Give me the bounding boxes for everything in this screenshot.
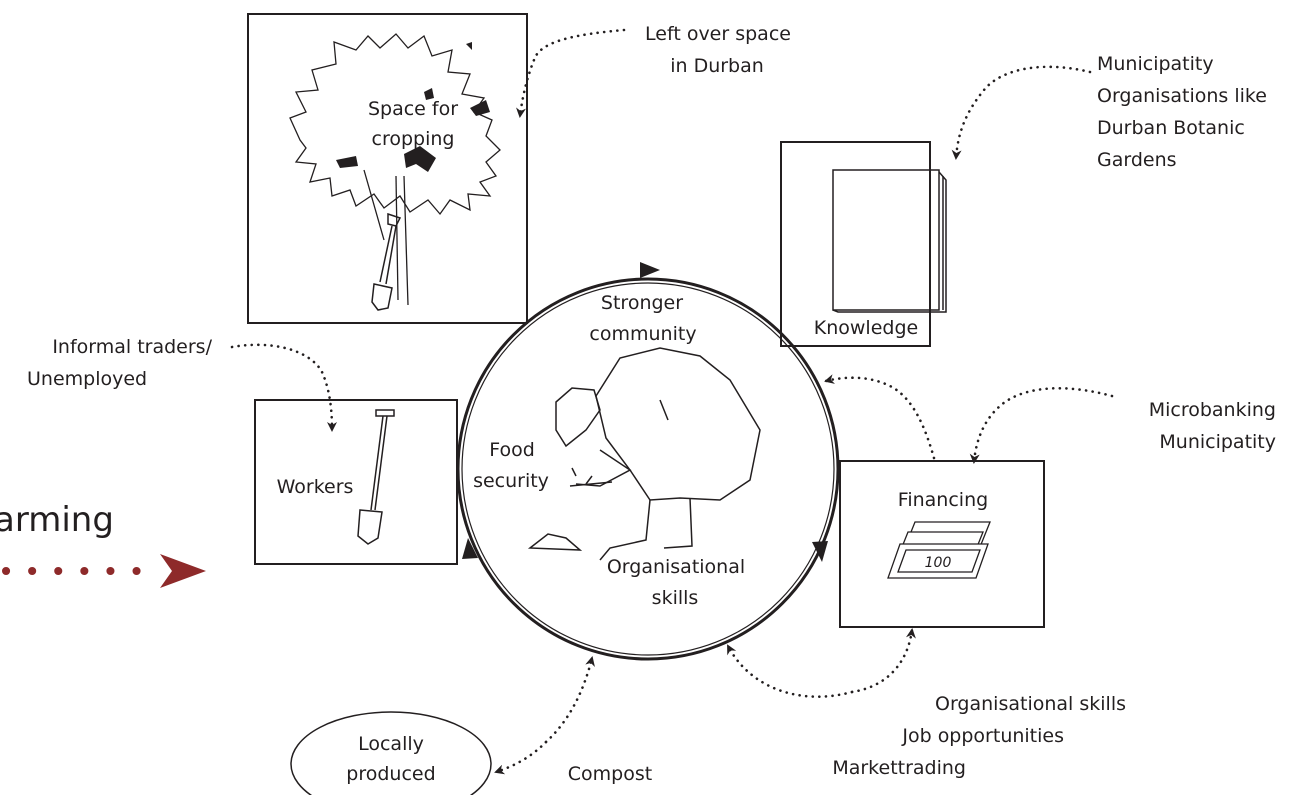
- note-leftover-line1: Left over space: [645, 23, 791, 45]
- money-icon: [887, 521, 991, 579]
- cycle-circle: [456, 262, 840, 661]
- spade-icon: [371, 212, 402, 311]
- note-microbanking-line2: Municipatity: [1159, 431, 1276, 453]
- note-leftover-line2: in Durban: [670, 55, 764, 77]
- note-municipality-line2: Organisations like: [1097, 85, 1267, 107]
- connector-municipality: [951, 65, 1092, 160]
- center-left-line1: Food: [489, 439, 535, 461]
- note-informal-line2: Unemployed: [27, 368, 147, 390]
- workers-box: Workers: [254, 399, 458, 565]
- note-municipality-line3: Durban Botanic: [1097, 117, 1245, 139]
- farming-title: arming: [0, 500, 114, 540]
- center-left-line2: security: [473, 470, 549, 492]
- dotted-connectors: [230, 28, 1114, 775]
- locally-line1: Locally: [358, 733, 424, 755]
- note-municipality-line1: Municipatity: [1097, 53, 1214, 75]
- space-box: Space for cropping: [247, 13, 528, 324]
- center-bottom-line2: skills: [652, 587, 699, 609]
- knowledge-box: Knowledge: [780, 141, 947, 347]
- tree-icon: [289, 33, 501, 306]
- farming-arrow: [2, 554, 206, 588]
- connector-outcomes-financing: [850, 628, 916, 694]
- locally-line2: produced: [346, 763, 435, 785]
- financing-box: Financing 100: [839, 460, 1045, 628]
- connector-informal: [230, 343, 337, 432]
- center-top-line1: Stronger: [601, 292, 683, 314]
- note-microbanking-line1: Microbanking: [1149, 399, 1276, 421]
- money-value: 100: [925, 555, 952, 571]
- space-label-line2: cropping: [372, 128, 455, 150]
- note-outcomes-line2: Job opportunities: [901, 725, 1064, 747]
- note-informal-line1: Informal traders/: [52, 336, 212, 358]
- farmer-icon: [527, 347, 761, 561]
- note-compost: Compost: [568, 763, 652, 785]
- workers-label: Workers: [277, 476, 354, 498]
- connector-microbanking: [969, 387, 1114, 464]
- connector-leftover: [516, 28, 626, 118]
- connector-financing-circle: [824, 374, 936, 460]
- note-outcomes-line1: Organisational skills: [935, 693, 1126, 715]
- connector-compost-circle: [544, 656, 595, 744]
- book-icon: [832, 169, 947, 313]
- note-municipality-line4: Gardens: [1097, 149, 1177, 171]
- note-outcomes-line3: Markettrading: [832, 757, 966, 779]
- space-label-line1: Space for: [368, 98, 458, 120]
- financing-label: Financing: [898, 489, 988, 511]
- connector-outcomes-circle: [726, 644, 854, 698]
- spade-icon: [357, 409, 395, 545]
- connector-compost-locally: [494, 740, 548, 775]
- locally-produced-node: Locally produced: [290, 711, 492, 795]
- center-top-line2: community: [589, 323, 696, 345]
- knowledge-label: Knowledge: [814, 317, 918, 339]
- center-bottom-line1: Organisational: [607, 556, 745, 578]
